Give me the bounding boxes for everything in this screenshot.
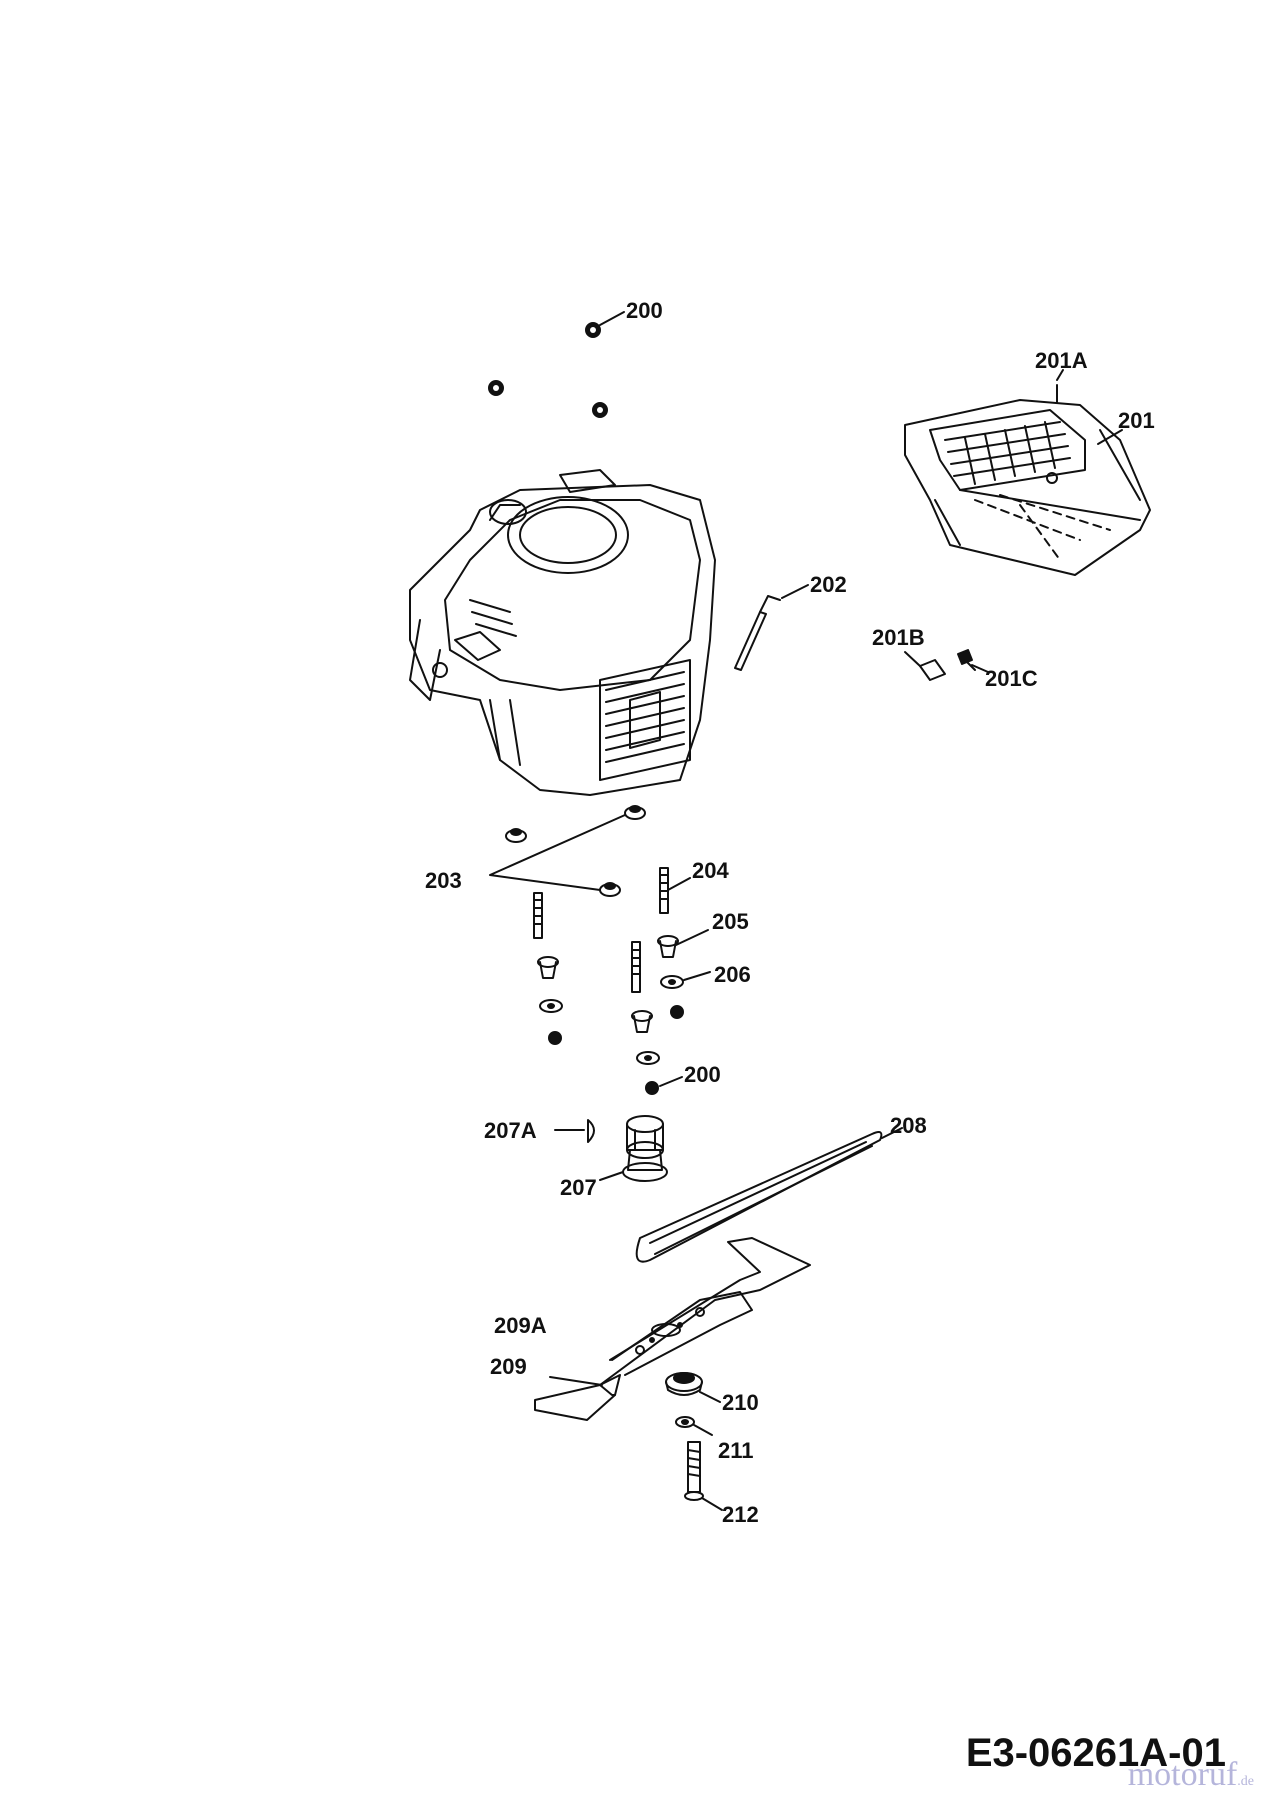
blade-bolt-212[interactable] [684, 1441, 704, 1501]
callout-200-lower[interactable]: 200 [684, 1062, 721, 1087]
callout-211[interactable]: 211 [718, 1438, 754, 1463]
bolt-204-center[interactable] [631, 941, 641, 993]
leader-201 [1097, 429, 1123, 445]
nut-200-left[interactable] [488, 380, 504, 396]
callout-201c[interactable]: 201C [985, 666, 1038, 691]
drawing-code: E3-06261A-01 [965, 1731, 1226, 1775]
rod-202[interactable] [734, 595, 781, 671]
washer-206-right[interactable] [660, 975, 684, 989]
callout-201a[interactable]: 201A [1035, 348, 1088, 373]
leader-200-lower [659, 1076, 683, 1087]
leader-200-top [599, 311, 625, 326]
clip-201b[interactable] [919, 659, 946, 681]
spacer-205-left[interactable] [537, 956, 559, 979]
callout-209a[interactable]: 209A [494, 1313, 547, 1338]
grommet-203-b[interactable] [624, 805, 646, 820]
leader-201c [971, 664, 989, 673]
nut-200-lower-left[interactable] [548, 1031, 562, 1045]
bolt-204-left[interactable] [533, 892, 543, 939]
leader-210 [699, 1391, 721, 1403]
callout-202[interactable]: 202 [810, 572, 847, 597]
callout-206[interactable]: 206 [714, 962, 751, 987]
callout-212[interactable]: 212 [722, 1502, 759, 1527]
callout-205[interactable]: 205 [712, 909, 749, 934]
callout-207a[interactable]: 207A [484, 1118, 537, 1143]
leader-208 [881, 1127, 903, 1139]
watermark-main: motoruf [1127, 1756, 1238, 1793]
callout-210[interactable]: 210 [722, 1390, 759, 1415]
leader-201b [904, 651, 921, 667]
blade-washer-210[interactable] [665, 1372, 703, 1396]
key-207a[interactable] [587, 1119, 595, 1143]
leader-205 [675, 929, 709, 946]
grommet-203-a[interactable] [505, 828, 527, 843]
leader-209 [549, 1376, 603, 1386]
leader-212 [701, 1497, 723, 1511]
nut-200-right[interactable] [592, 402, 608, 418]
watermark-tld: .de [1237, 1774, 1254, 1789]
callout-208[interactable]: 208 [890, 1113, 927, 1138]
engine[interactable] [409, 469, 716, 796]
leader-211 [693, 1424, 713, 1436]
spacer-205-center[interactable] [631, 1010, 653, 1033]
belt-208[interactable] [635, 1131, 883, 1263]
leader-207 [599, 1171, 624, 1181]
nut-200-lower-right[interactable] [670, 1005, 684, 1019]
grommet-203-c[interactable] [599, 882, 621, 897]
callout-209[interactable]: 209 [490, 1354, 527, 1379]
callout-201b[interactable]: 201B [872, 625, 925, 650]
leader-201a [1056, 369, 1064, 381]
spacer-205-right[interactable] [657, 935, 679, 958]
screw-201c[interactable] [957, 649, 976, 671]
callout-207[interactable]: 207 [560, 1175, 597, 1200]
callout-200-top[interactable]: 200 [626, 298, 663, 323]
nut-200-top[interactable] [585, 322, 601, 338]
leader-204 [667, 877, 691, 891]
blade-adapter-207[interactable] [622, 1115, 668, 1182]
washer-206-left[interactable] [539, 999, 563, 1013]
callout-203[interactable]: 203 [425, 868, 462, 893]
callout-201[interactable]: 201 [1118, 408, 1155, 433]
watermark: motoruf.de [1128, 1756, 1254, 1794]
bolt-204-right[interactable] [659, 867, 669, 914]
callout-204[interactable]: 204 [692, 858, 729, 883]
washer-211[interactable] [675, 1416, 695, 1428]
nut-200-lower-center[interactable] [645, 1081, 659, 1095]
grass-catcher-201[interactable] [904, 399, 1151, 576]
leader-203 [489, 814, 626, 891]
washer-206-center[interactable] [636, 1051, 660, 1065]
leader-206 [683, 971, 711, 981]
leader-202 [781, 584, 809, 599]
